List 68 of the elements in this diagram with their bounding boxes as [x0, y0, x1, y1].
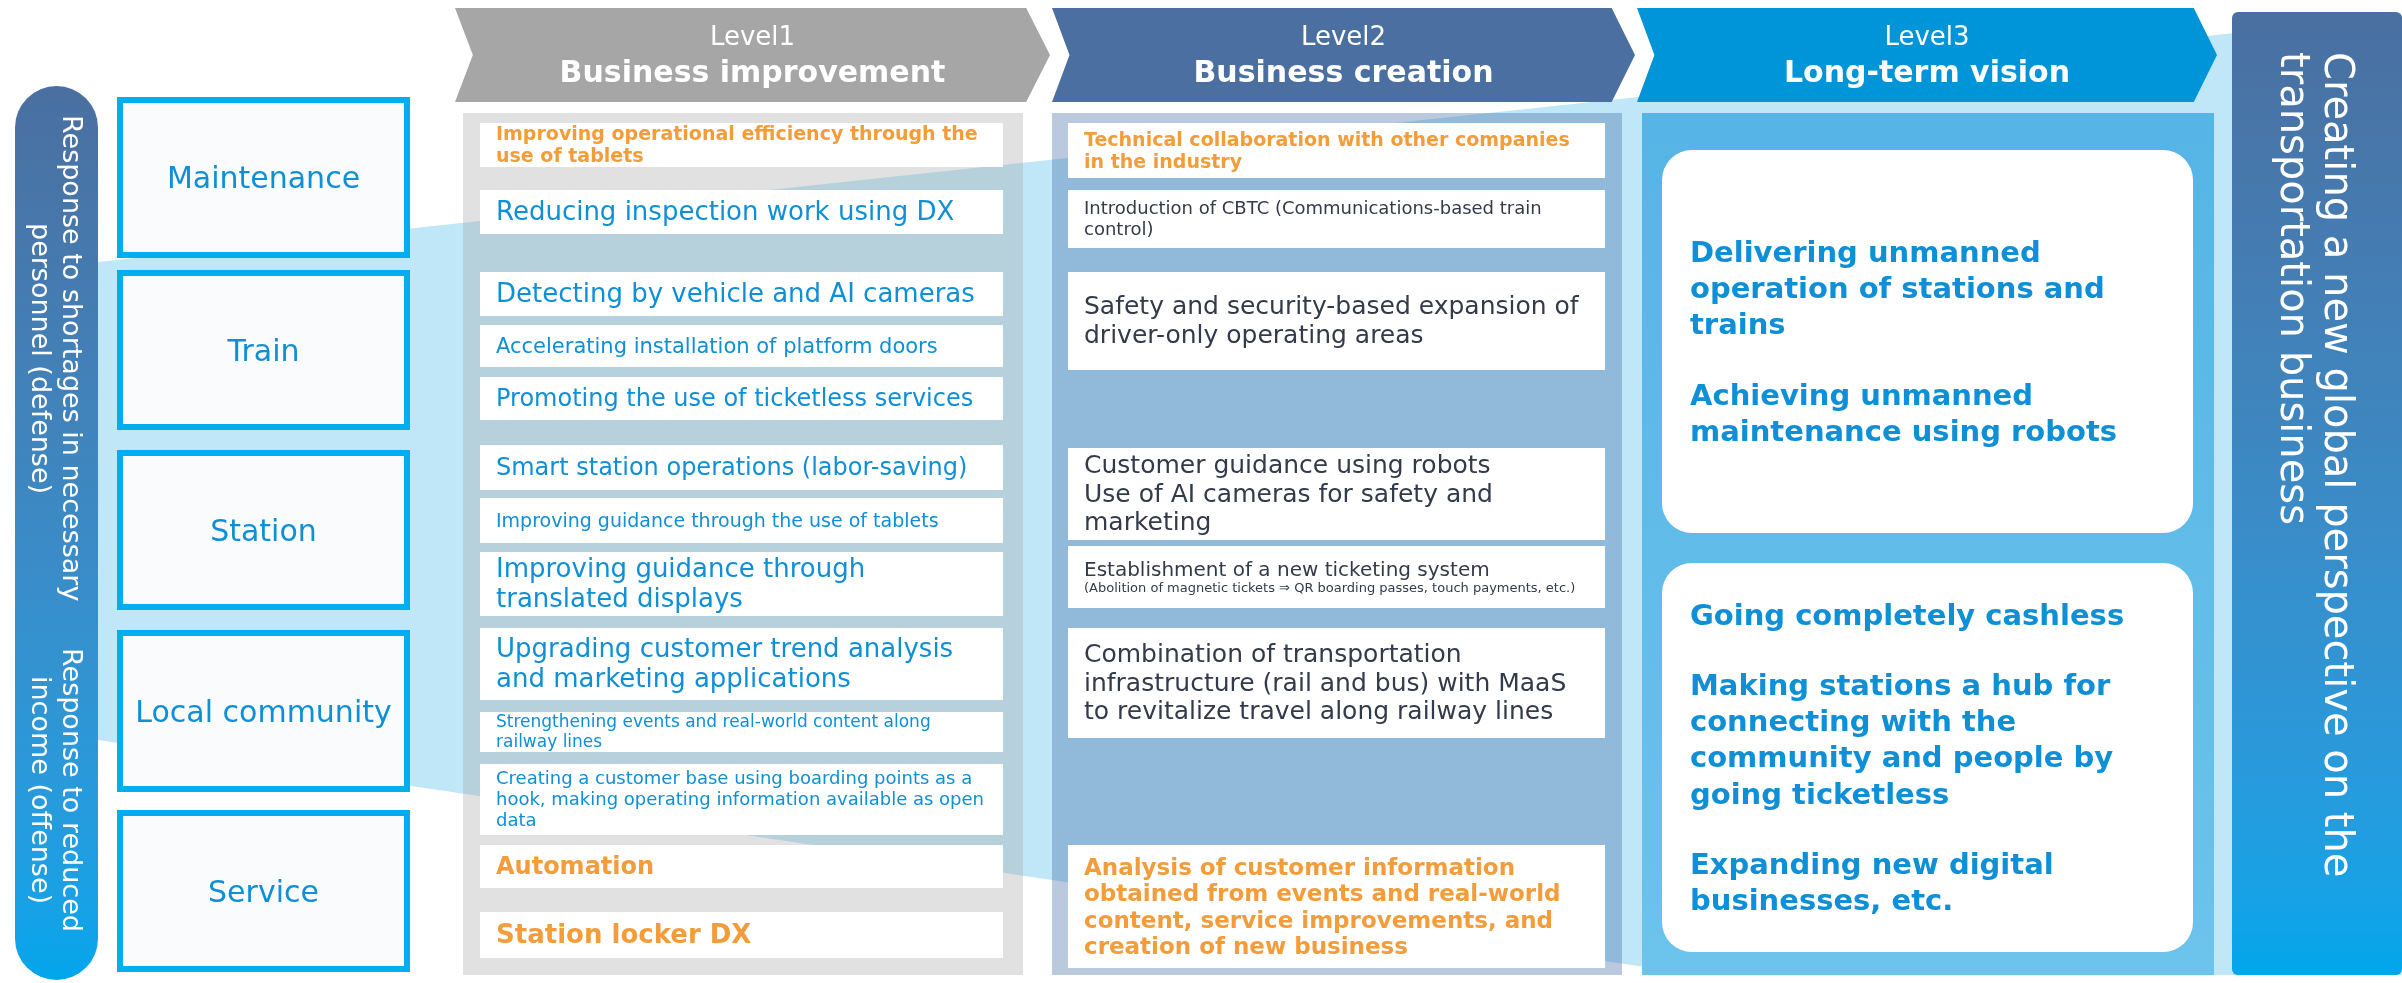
item-box	[480, 325, 1003, 367]
category-box	[117, 450, 410, 610]
item-text: Improving guidance through translated displays	[496, 554, 867, 614]
item-text: Station locker DX	[496, 920, 753, 950]
item-text: Reducing inspection work using DX	[496, 197, 956, 227]
item-text: Technical collaboration with other companies in the industry	[1084, 128, 1571, 173]
item-box	[1068, 123, 1605, 178]
band-text: Response to reduced income (offense)	[25, 646, 88, 934]
item-box	[1068, 190, 1605, 248]
item-box	[1068, 546, 1605, 608]
category-label: Service	[208, 872, 319, 911]
item-box	[480, 712, 1003, 752]
category-label: Maintenance	[166, 159, 361, 197]
item-box	[480, 845, 1003, 888]
item-text: Safety and security-based expansion of driver-only operating areas	[1084, 292, 1580, 350]
item-box	[1068, 845, 1605, 968]
vision-card	[1662, 563, 2193, 952]
item-text: Upgrading customer trend analysis and marketing applications	[496, 634, 955, 694]
level-title: Long-term vision	[1783, 52, 2071, 90]
item-text: (Abolition of magnetic tickets ⇒ QR boarding passes, touch payments, etc.)	[1084, 581, 1577, 596]
item-text: Improving guidance through the use of tablets	[496, 509, 940, 532]
item-box	[1068, 272, 1605, 370]
card-text: Going completely cashless	[1690, 596, 2126, 633]
item-text: Automation	[496, 852, 656, 881]
item-box	[480, 912, 1003, 958]
band-text: Response to shortages in necessary personnel (defense)	[25, 114, 88, 604]
category-label: Station	[210, 511, 317, 550]
item-text: Improving operational efficiency through the use of tablets	[496, 123, 979, 167]
item-text: Introduction of CBTC (Communications-based train control)	[1084, 198, 1543, 240]
card-text: Expanding new digital businesses, etc.	[1690, 845, 2055, 919]
item-box	[480, 445, 1003, 490]
category-box	[117, 810, 410, 972]
item-text: Analysis of customer information obtained from events and real-world content, service improvements, and creation of new business	[1084, 853, 1562, 960]
item-box	[480, 552, 1003, 616]
item-box	[480, 764, 1003, 835]
category-label: Local community	[135, 692, 392, 731]
vision-text: Creating a new global perspective on the transportation business	[2273, 52, 2361, 880]
level-title: Business improvement	[559, 52, 946, 90]
item-box	[480, 272, 1003, 316]
item-text: Establishment of a new ticketing system	[1084, 558, 1491, 582]
item-text: Accelerating installation of platform doors	[496, 333, 939, 359]
card-text: Delivering unmanned operation of stations and trains	[1690, 233, 2106, 343]
category-box	[117, 630, 410, 792]
level-number: Level3	[1884, 20, 1970, 53]
item-box	[1068, 628, 1605, 738]
category-label: Train	[227, 331, 300, 370]
item-text: Smart station operations (labor-saving)	[496, 453, 969, 482]
item-text: Customer guidance using robots	[1084, 450, 1492, 480]
item-text: Use of AI cameras for safety and marketing	[1084, 479, 1494, 538]
item-text: Detecting by vehicle and AI cameras	[496, 279, 976, 309]
item-box	[480, 498, 1003, 543]
card-text: Making stations a hub for connecting with the community and people by going ticketless	[1690, 666, 2115, 812]
item-text: Promoting the use of ticketless services	[496, 384, 975, 413]
item-text: Combination of transportation infrastructure (rail and bus) with MaaS to revitalize travel along railway lines	[1084, 639, 1568, 727]
vision-panel	[2232, 12, 2402, 975]
level-title: Business creation	[1193, 52, 1494, 90]
vision-card	[1662, 150, 2193, 533]
category-box	[117, 270, 410, 430]
level-number: Level1	[709, 20, 796, 53]
item-box	[480, 190, 1003, 234]
item-text: Creating a customer base using boarding points as a hook, making operating information available as open data	[496, 768, 986, 831]
item-box	[480, 628, 1003, 700]
level-number: Level2	[1300, 20, 1387, 53]
category-box	[117, 97, 410, 258]
card-text: Achieving unmanned maintenance using robots	[1690, 376, 2119, 450]
item-text: Strengthening events and real-world content along railway lines	[496, 712, 932, 752]
item-box	[480, 377, 1003, 420]
item-box	[1068, 448, 1605, 540]
